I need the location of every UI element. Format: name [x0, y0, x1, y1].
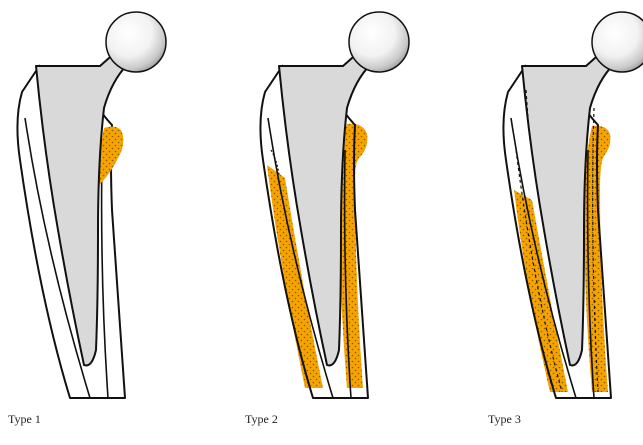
panel-type-1 [17, 12, 166, 398]
type-1-label: Type 1 [8, 412, 41, 427]
type-3-label: Type 3 [488, 412, 521, 427]
femoral-head [349, 12, 409, 72]
panel-type-3 [503, 12, 643, 398]
type-2-label: Type 2 [245, 412, 278, 427]
panel-type-2 [260, 12, 409, 398]
femoral-head [106, 12, 166, 72]
femoral-head [592, 12, 643, 72]
